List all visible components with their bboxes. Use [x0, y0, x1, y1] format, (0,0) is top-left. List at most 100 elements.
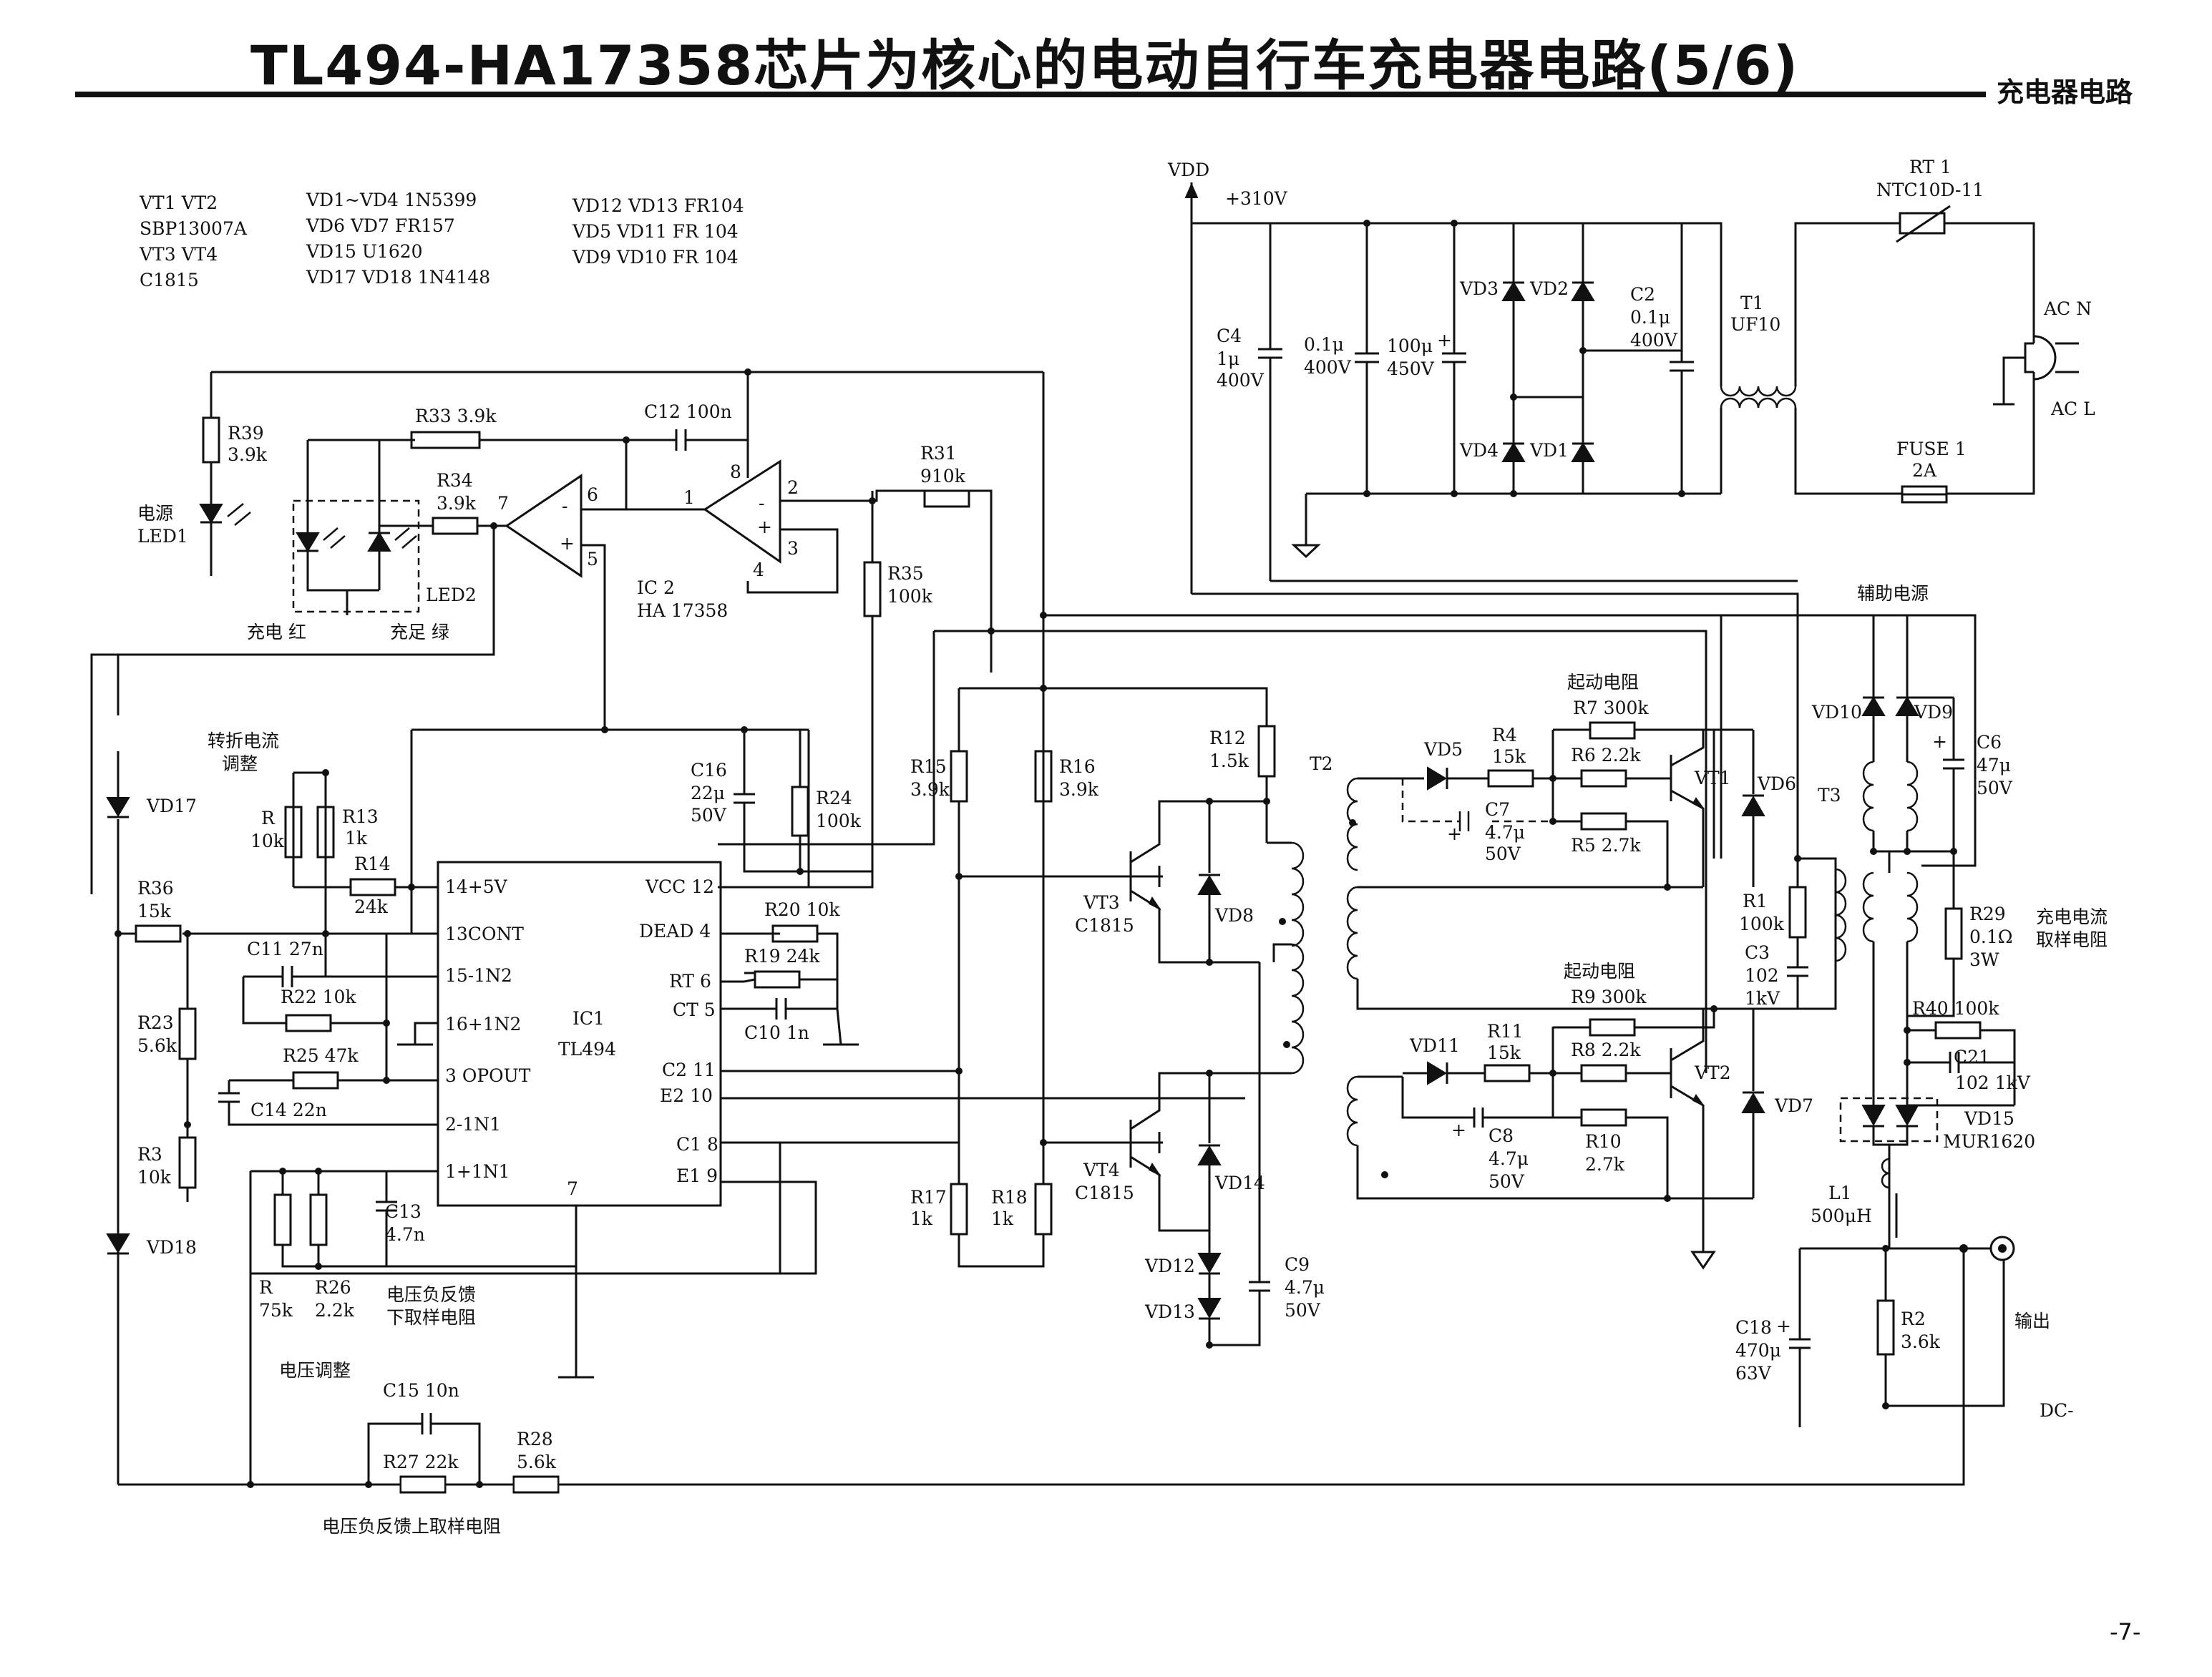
- fb-upper-label: 电压负反馈上取样电阻: [322, 1516, 501, 1537]
- pin7-label: 7: [497, 493, 509, 514]
- acl-label: AC L: [2050, 399, 2095, 419]
- r1-resistor: [1788, 886, 1807, 939]
- t1-label: T1: [1740, 293, 1764, 313]
- r29-resistor: [1944, 907, 1963, 960]
- r10-value: 2.7k: [1585, 1154, 1625, 1175]
- r15-label: R15: [910, 756, 947, 777]
- start-resistor-label-1: 起动电阻: [1567, 672, 1639, 693]
- c6-voltage: 50V: [1977, 778, 2013, 798]
- vd18-label: VD18: [146, 1237, 197, 1258]
- c4-value: 1μ: [1217, 348, 1239, 369]
- c16-value: 22μ: [691, 783, 725, 803]
- c9-label: C9: [1285, 1254, 1310, 1275]
- r11-label: R11: [1487, 1021, 1524, 1042]
- c100-plus: +: [1437, 330, 1452, 351]
- vd15-part: MUR1620: [1943, 1131, 2035, 1152]
- r25-resistor: [292, 1071, 339, 1090]
- bom-vd12-vd13: VD12 VD13 FR104: [572, 195, 744, 216]
- c2-pin-label: C2 11: [662, 1060, 716, 1080]
- vd2-label: VD2: [1529, 278, 1569, 299]
- pin4-label: 4: [753, 559, 764, 580]
- c8-value: 4.7μ: [1489, 1148, 1529, 1169]
- r36-value: 15k: [137, 901, 172, 921]
- r18-resistor: [1034, 1183, 1053, 1236]
- output-label: 输出: [2014, 1311, 2050, 1331]
- led-green-label: 充足 绿: [390, 622, 449, 642]
- vd10-label: VD10: [1811, 702, 1862, 723]
- vd9-label: VD9: [1914, 702, 1953, 723]
- vd11-label: VD11: [1409, 1035, 1460, 1056]
- r9-resistor: [1589, 1018, 1636, 1037]
- r22-resistor: [285, 1014, 332, 1032]
- c2-label: C2: [1630, 284, 1655, 305]
- r19-label: R19 24k: [744, 946, 820, 967]
- bom-vt3-vt4: VT3 VT4: [139, 244, 218, 265]
- e1-pin-label: E1 9: [676, 1165, 718, 1186]
- r15-value: 3.9k: [910, 779, 950, 800]
- r34-value: 3.9k: [437, 493, 477, 514]
- r24-label: R24: [816, 788, 852, 808]
- r17-resistor: [950, 1183, 968, 1236]
- r3-value: 10k: [137, 1167, 172, 1188]
- r36-label: R36: [137, 878, 174, 899]
- r-label: R: [261, 808, 276, 828]
- pin8-label: 8: [730, 461, 741, 482]
- fuse-value: 2A: [1912, 460, 1937, 481]
- vd15-box: [1839, 1097, 1939, 1143]
- acn-label: AC N: [2043, 298, 2092, 319]
- r75-label: R: [259, 1277, 273, 1298]
- c8-label: C8: [1489, 1125, 1514, 1146]
- vd14-label: VD14: [1214, 1173, 1265, 1193]
- voltage-adjust-label: 电压调整: [279, 1360, 351, 1381]
- vd8-label: VD8: [1214, 905, 1254, 926]
- r16-value: 3.9k: [1059, 779, 1099, 800]
- bom-vd15: VD15 U1620: [306, 241, 423, 262]
- r29-value: 0.1Ω: [1969, 926, 2013, 947]
- r8-resistor: [1580, 1064, 1627, 1082]
- r24-resistor: [791, 786, 809, 837]
- output-section: VD10 VD9 + C6 47μ 50V R29 0.1Ω 3W 充电电流 取…: [118, 614, 2108, 1486]
- l1-label: L1: [1828, 1183, 1852, 1203]
- c7-value: 4.7μ: [1485, 822, 1525, 843]
- vd1-label: VD1: [1529, 440, 1569, 461]
- bom-sbp13007a: SBP13007A: [140, 218, 248, 239]
- r28-resistor: [512, 1475, 560, 1494]
- r12-label: R12: [1209, 728, 1246, 748]
- title-rule: [75, 92, 1986, 97]
- r29-power: 3W: [1969, 949, 1999, 970]
- start-resistor-label-2: 起动电阻: [1564, 961, 1635, 982]
- c18-value: 470μ: [1735, 1340, 1781, 1361]
- pin16-label: 16+1N2: [445, 1014, 521, 1035]
- c2-voltage: 400V: [1630, 330, 1678, 351]
- t2-label: T2: [1310, 753, 1333, 774]
- c18-voltage: 63V: [1735, 1363, 1772, 1384]
- v310-label: +310V: [1225, 188, 1288, 209]
- c1-pin-label: C1 8: [676, 1134, 718, 1155]
- r23-resistor: [178, 1007, 197, 1060]
- c21-value: 102 1kV: [1955, 1072, 2031, 1093]
- fuse-label: FUSE 1: [1896, 439, 1967, 459]
- l1-value: 500μH: [1811, 1206, 1872, 1226]
- c3-value: 102: [1745, 965, 1779, 986]
- pin3-label: 3: [787, 538, 799, 559]
- vd3-label: VD3: [1459, 278, 1499, 299]
- r3-resistor: [178, 1136, 197, 1189]
- r12-value: 1.5k: [1209, 751, 1249, 771]
- r75-resistor: [273, 1193, 292, 1246]
- c8-voltage: 50V: [1489, 1171, 1525, 1192]
- c21-label: C21: [1954, 1047, 1990, 1067]
- vt3-label: VT3: [1083, 892, 1120, 913]
- r29-label: R29: [1969, 904, 2006, 924]
- pin15-label: 15-1N2: [445, 965, 512, 986]
- r31-resistor: [923, 489, 970, 508]
- led1-chinese: 电源: [137, 503, 173, 524]
- section-label: 充电器电路: [1997, 77, 2133, 108]
- r13-label: R13: [342, 806, 379, 827]
- c7-voltage: 50V: [1485, 844, 1521, 864]
- c7-plus: +: [1447, 823, 1462, 844]
- fb-lower-label-2: 下取样电阻: [386, 1307, 476, 1328]
- r34-label: R34: [437, 470, 473, 491]
- r23-label: R23: [137, 1012, 174, 1033]
- r-10k-resistor: [284, 806, 303, 859]
- voltage-adjust-section: 电压调整 C15 10n R27 22k R28 5.6k 电压负反馈上取样电阻: [279, 1360, 560, 1537]
